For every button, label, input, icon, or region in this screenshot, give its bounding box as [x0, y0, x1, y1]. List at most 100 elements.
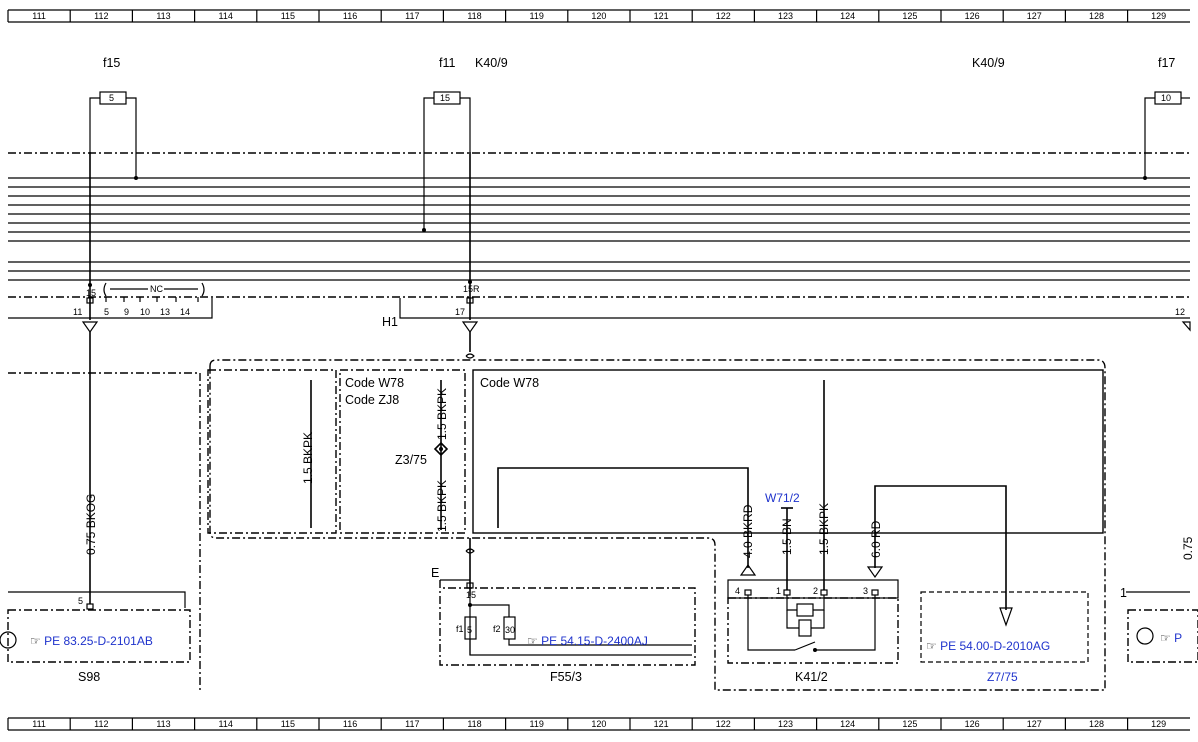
wire-label-075bkog: 0.75 BKOG [84, 494, 98, 555]
grid-column-label: 113 [156, 11, 170, 21]
ref-link-4[interactable]: ☞ P [1160, 631, 1182, 645]
component-f553: 15 5 f1 30 f2 ☞ PE 54.15-D-2400AJ F55/3 [439, 580, 696, 684]
svg-text:15: 15 [86, 288, 96, 298]
grid-column-label: 128 [1089, 11, 1104, 21]
svg-text:9: 9 [124, 307, 129, 317]
code-w78-label-a: Code W78 [345, 376, 404, 390]
busbar [8, 152, 1190, 298]
grid-column-label: 123 [778, 719, 793, 729]
grid-column-label: 117 [405, 719, 419, 729]
code-zj8-label: Code ZJ8 [345, 393, 399, 407]
grid-column-label: 119 [530, 719, 544, 729]
svg-text:K41/2: K41/2 [795, 670, 828, 684]
svg-text:H1: H1 [382, 315, 398, 329]
grid-column-label: 113 [156, 719, 170, 729]
svg-text:17: 17 [455, 307, 465, 317]
svg-text:5: 5 [104, 307, 109, 317]
component-z775: ☞ PE 54.00-D-2010AG Z7/75 [920, 591, 1089, 684]
svg-text:30: 30 [505, 625, 515, 635]
relay-k40-label-b: K40/9 [972, 56, 1005, 70]
svg-text:Z7/75: Z7/75 [987, 670, 1018, 684]
grid-column-label: 112 [94, 11, 108, 21]
grid-column-label: 122 [716, 11, 731, 21]
grid-column-label: 111 [32, 11, 46, 21]
component-k412: 4 1 2 3 K41/2 [727, 579, 899, 684]
grid-column-label: 119 [530, 11, 544, 21]
grid-column-label: 128 [1089, 719, 1104, 729]
pointing-hand-icon: ☞ [1160, 631, 1171, 645]
grid-column-label: 127 [1027, 11, 1042, 21]
svg-text:f2: f2 [493, 624, 501, 634]
code-w78-label-b: Code W78 [480, 376, 539, 390]
fuse-f17: 10 [1143, 91, 1190, 180]
grid-column-label: 120 [591, 11, 606, 21]
wire-label-15bn: 1.5 BN [780, 518, 794, 555]
wire-label-15bkpk-c: 1.5 BKPK [435, 480, 449, 532]
grid-column-label: 118 [467, 719, 481, 729]
wire-label-40bkrd: 4.0 BKRD [741, 504, 755, 558]
svg-text:15: 15 [466, 590, 476, 600]
svg-text:3: 3 [863, 586, 868, 596]
grid-bottom: 111 112 113 114 115 116 117 118 119 120 121 122 123 1… [7, 717, 1190, 731]
grid-column-label: 116 [343, 719, 357, 729]
svg-text:5: 5 [109, 93, 114, 103]
grid-column-label: 127 [1027, 719, 1042, 729]
svg-text:5: 5 [78, 596, 83, 606]
e-label: E [431, 566, 439, 580]
pointing-hand-icon: ☞ [527, 634, 538, 648]
svg-text:14: 14 [180, 307, 190, 317]
connector-h1: 15R H1 17 12 [382, 284, 1191, 334]
ref-link-1[interactable]: ☞ PE 83.25-D-2101AB [30, 634, 153, 648]
wire-label-15bkpk-d: 1.5 BKPK [817, 503, 831, 555]
grid-column-label: 122 [716, 719, 731, 729]
grid-column-label: 116 [343, 11, 357, 21]
svg-text:1: 1 [1120, 586, 1127, 600]
fuse-f15-label: f15 [103, 56, 120, 70]
svg-text:0.75: 0.75 [1181, 536, 1195, 560]
grid-column-label: 114 [219, 11, 233, 21]
fuse-f11: 15 [422, 91, 471, 232]
ref-link-3[interactable]: ☞ PE 54.00-D-2010AG [926, 639, 1050, 653]
grid-column-label: 114 [219, 719, 233, 729]
ref-link-2[interactable]: ☞ PE 54.15-D-2400AJ [527, 634, 648, 648]
component-s98: 5 ☞ PE 83.25-D-2101AB S98 [0, 591, 191, 684]
grid-column-label: 115 [281, 719, 295, 729]
wire-w712-label: W71/2 [765, 491, 800, 505]
fuse-f17-label: f17 [1158, 56, 1175, 70]
fuse-f11-label: f11 [439, 56, 455, 70]
grid-column-label: 115 [281, 11, 295, 21]
connector-left: 15 11 5 9 10 13 14 NC [8, 282, 213, 334]
svg-text:13: 13 [160, 307, 170, 317]
grid-column-label: 126 [965, 11, 980, 21]
svg-text:11: 11 [73, 307, 82, 317]
grid-column-label: 129 [1151, 719, 1166, 729]
svg-text:F55/3: F55/3 [550, 670, 582, 684]
grid-column-label: 118 [467, 11, 481, 21]
grid-column-label: 111 [32, 719, 46, 729]
grid-column-label: 125 [902, 11, 917, 21]
pointing-hand-icon: ☞ [926, 639, 937, 653]
grid-column-label: 120 [591, 719, 606, 729]
svg-text:15R: 15R [463, 284, 480, 294]
relay-k40-label-a: K40/9 [475, 56, 508, 70]
grid-column-label: 112 [94, 719, 108, 729]
svg-text:2: 2 [813, 586, 818, 596]
fuse-f15: 5 [89, 91, 138, 180]
svg-text:f1: f1 [456, 624, 464, 634]
svg-text:1: 1 [776, 586, 781, 596]
wire-label-15bkpk-a: 1.5 BKPK [301, 432, 315, 484]
grid-column-label: 129 [1151, 11, 1166, 21]
svg-text:NC: NC [150, 284, 163, 294]
grid-column-label: 121 [654, 719, 669, 729]
svg-text:12: 12 [1175, 307, 1185, 317]
svg-text:10: 10 [140, 307, 150, 317]
svg-text:4: 4 [735, 586, 740, 596]
grid-column-label: 124 [840, 719, 855, 729]
grid-column-label: 121 [654, 11, 669, 21]
wire-label-60rd: 6.0 RD [869, 520, 883, 558]
wire-label-15bkpk-b: 1.5 BKPK [435, 388, 449, 440]
svg-text:5: 5 [467, 625, 472, 635]
grid-column-label: 126 [965, 719, 980, 729]
